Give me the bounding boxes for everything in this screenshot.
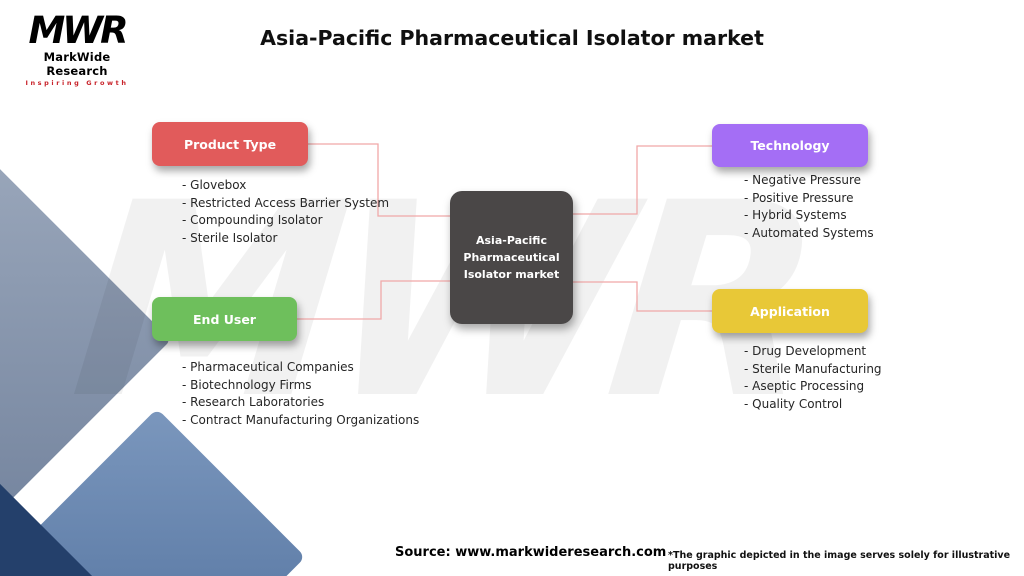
list-item: - Automated Systems xyxy=(744,225,874,240)
list-item: - Drug Development xyxy=(744,344,867,358)
center-market-box: Asia-Pacific Pharmaceutical Isolator mar… xyxy=(450,191,573,324)
list-item: - Aseptic Processing xyxy=(744,379,865,394)
application-list: - Drug Development - Sterile Manufacturi… xyxy=(744,343,882,413)
list-item: - Hybrid Systems xyxy=(744,208,847,223)
connector-technology xyxy=(573,145,712,215)
list-item: - Negative Pressure xyxy=(744,173,862,187)
node-header-end-user: End User xyxy=(152,297,297,341)
page-title: Asia-Pacific Pharmaceutical Isolator mar… xyxy=(260,26,764,50)
node-header-product-type: Product Type xyxy=(152,122,308,166)
end-user-list: - Pharmaceutical Companies - Biotechnolo… xyxy=(182,359,419,429)
product-type-list: - Glovebox - Restricted Access Barrier S… xyxy=(182,177,389,247)
list-item: - Research Laboratories xyxy=(182,395,325,410)
node-header-technology: Technology xyxy=(712,124,868,167)
center-market-label: Asia-Pacific Pharmaceutical Isolator mar… xyxy=(463,233,560,282)
connector-product-type xyxy=(308,143,450,217)
logo-company-name: MarkWide Research xyxy=(43,50,111,78)
list-item: - Sterile Manufacturing xyxy=(744,361,882,376)
connector-application xyxy=(573,281,712,312)
list-item: - Glovebox xyxy=(182,178,247,192)
list-item: - Quality Control xyxy=(744,396,843,411)
list-item: - Contract Manufacturing Organizations xyxy=(182,412,420,427)
technology-list: - Negative Pressure - Positive Pressure … xyxy=(744,172,874,242)
logo-tagline: Inspiring Growth xyxy=(25,79,129,87)
connector-end-user xyxy=(297,280,450,320)
node-header-application: Application xyxy=(712,289,868,333)
list-item: - Restricted Access Barrier System xyxy=(182,195,390,210)
source-text: Source: www.markwideresearch.com xyxy=(395,545,667,560)
list-item: - Positive Pressure xyxy=(744,190,854,205)
logo-monogram: MWR xyxy=(28,9,128,52)
disclaimer-text: *The graphic depicted in the image serve… xyxy=(668,550,1011,572)
list-item: - Pharmaceutical Companies xyxy=(182,360,354,374)
list-item: - Biotechnology Firms xyxy=(182,377,312,392)
logo: MWR MarkWide Research Inspiring Growth xyxy=(22,12,132,87)
list-item: - Compounding Isolator xyxy=(182,213,323,228)
list-item: - Sterile Isolator xyxy=(182,230,278,245)
